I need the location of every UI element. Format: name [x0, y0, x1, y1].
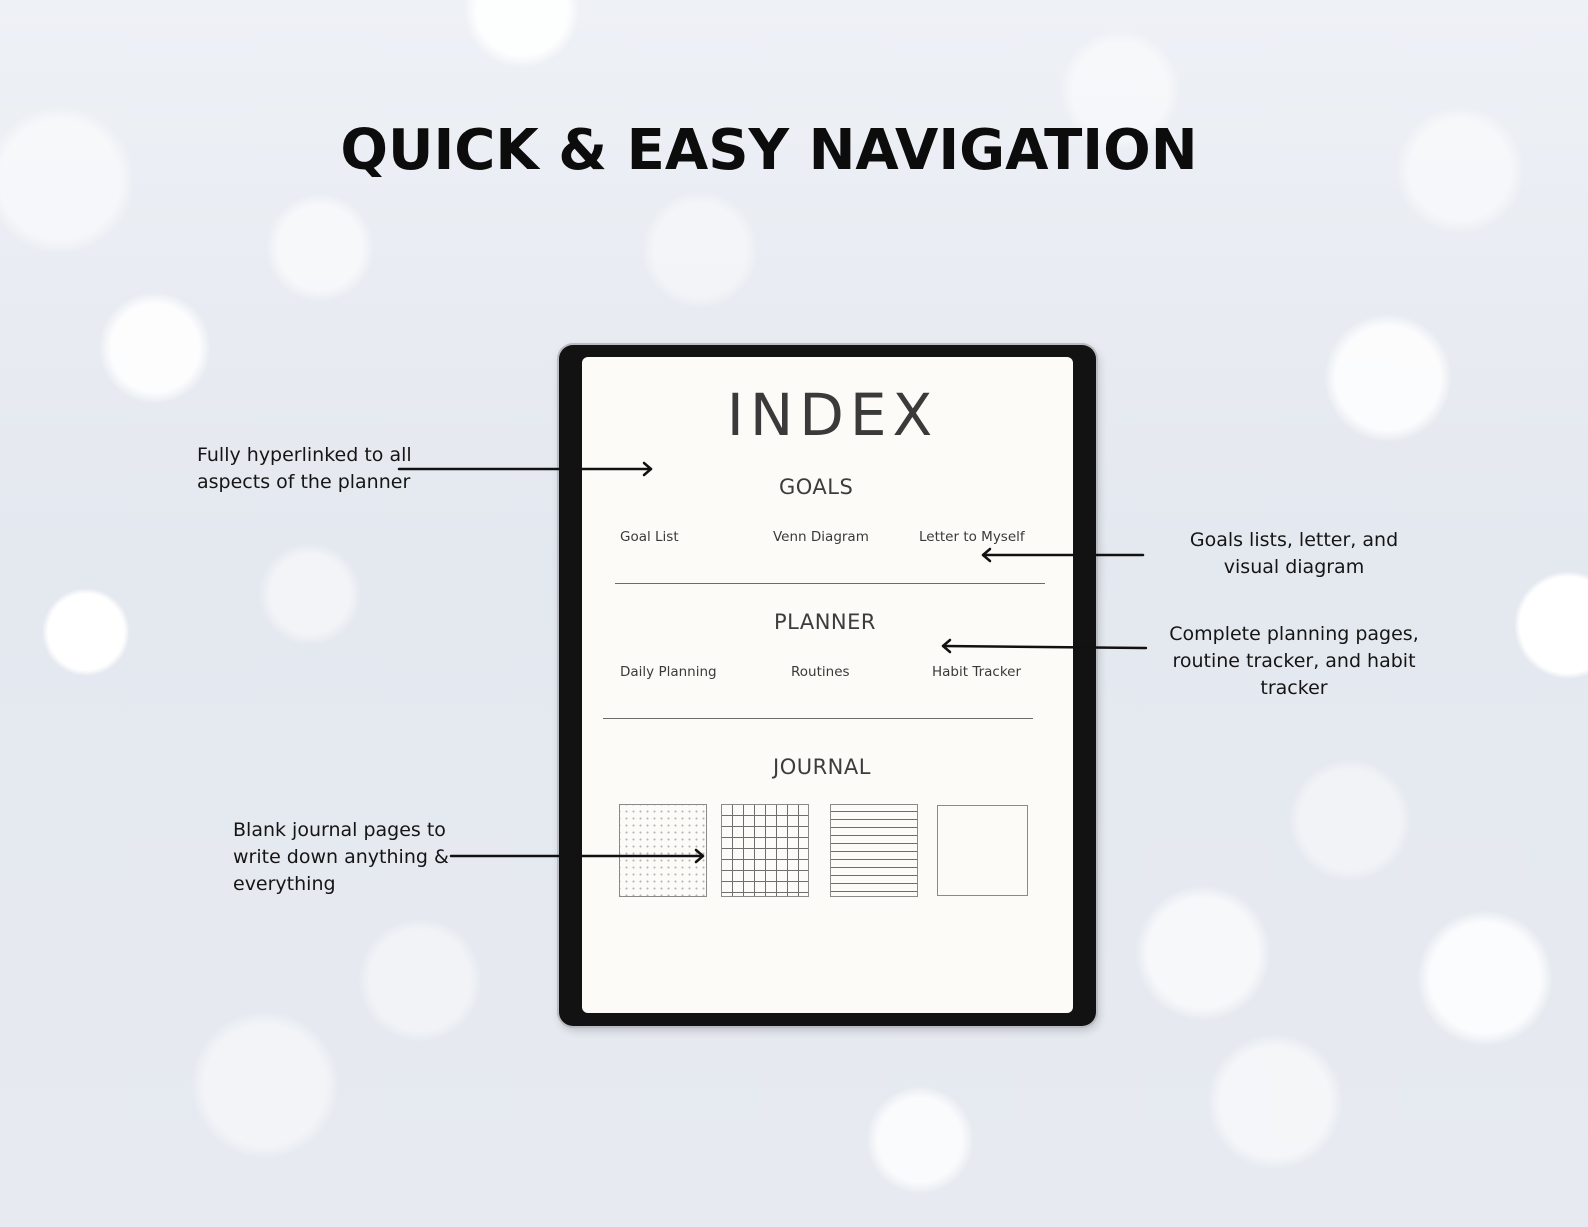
callout-journal-line-3: everything — [233, 873, 336, 895]
callout-goals-line-2: visual diagram — [1223, 556, 1365, 578]
venn-diagram-link[interactable]: Venn Diagram — [773, 529, 869, 545]
letter-to-myself-link[interactable]: Letter to Myself — [919, 529, 1025, 545]
callout-journal: Blank journal pages to write down anythi… — [233, 817, 449, 898]
dot-grid-page-thumbnail[interactable] — [619, 804, 707, 897]
callout-hyperlinked-line-2: aspects of the planner — [197, 471, 411, 493]
goal-list-link[interactable]: Goal List — [620, 529, 679, 545]
index-title: INDEX — [726, 381, 939, 449]
callout-journal-line-2: write down anything & — [233, 846, 449, 868]
planner-divider — [603, 718, 1033, 719]
tablet-device: INDEX GOALS Goal List Venn Diagram Lette… — [559, 345, 1096, 1026]
callout-journal-line-1: Blank journal pages to — [233, 819, 446, 841]
callout-planner-line-1: Complete planning pages, — [1169, 623, 1419, 645]
goals-divider — [615, 583, 1045, 584]
habit-tracker-link[interactable]: Habit Tracker — [932, 664, 1022, 680]
goals-section-title: GOALS — [779, 475, 854, 499]
lined-page-thumbnail[interactable] — [830, 804, 918, 897]
callout-hyperlinked-line-1: Fully hyperlinked to all — [197, 444, 412, 466]
page-heading: QUICK & EASY NAVIGATION — [340, 118, 1198, 183]
planner-section-title: PLANNER — [774, 610, 876, 634]
callout-planner: Complete planning pages, routine tracker… — [1148, 621, 1440, 702]
journal-section-title: JOURNAL — [773, 755, 871, 779]
callout-goals-line-1: Goals lists, letter, and — [1189, 529, 1399, 551]
callout-goals: Goals lists, letter, and visual diagram — [1163, 527, 1425, 581]
tablet-screen: INDEX GOALS Goal List Venn Diagram Lette… — [582, 357, 1073, 1013]
callout-planner-line-3: tracker — [1260, 677, 1328, 699]
tablet-side-button — [1095, 383, 1098, 438]
daily-planning-link[interactable]: Daily Planning — [620, 664, 717, 680]
callout-hyperlinked: Fully hyperlinked to all aspects of the … — [197, 442, 412, 496]
square-grid-page-thumbnail[interactable] — [721, 804, 809, 897]
routines-link[interactable]: Routines — [791, 664, 850, 680]
callout-planner-line-2: routine tracker, and habit — [1172, 650, 1416, 672]
blank-page-thumbnail[interactable] — [937, 805, 1028, 896]
